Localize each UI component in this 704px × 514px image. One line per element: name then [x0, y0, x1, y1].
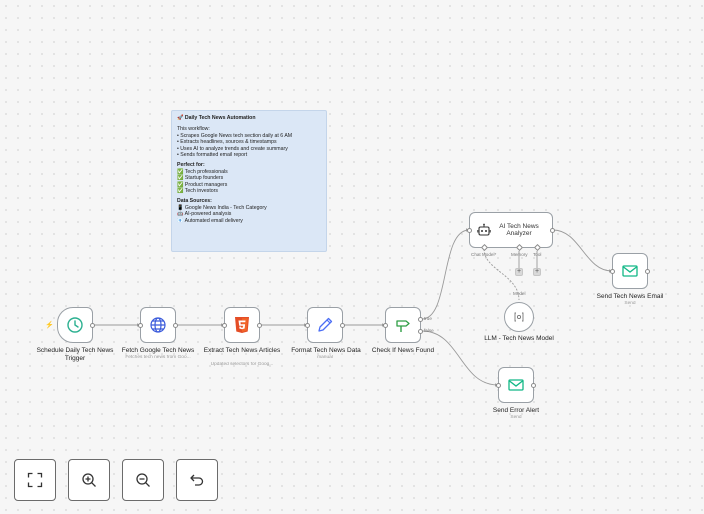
output-port[interactable] [531, 382, 536, 388]
node-send-error-alert[interactable] [496, 367, 536, 403]
port-label-chat-model: Chat Model* [471, 252, 497, 257]
undo-icon [190, 474, 204, 486]
sticky-bullet: • Scrapes Google News tech section daily… [177, 132, 293, 139]
input-port[interactable] [222, 322, 227, 328]
branch-label-false: false [424, 328, 434, 333]
input-port[interactable] [610, 268, 615, 274]
node-ai-tech-news-analyzer[interactable]: AI Tech News Analyzer [467, 212, 555, 248]
node-label: Check If News Found [371, 347, 435, 354]
node-label: Send Tech News Email [596, 293, 664, 300]
connection-check-true-ai [421, 229, 470, 320]
connection-ai-email [552, 229, 613, 272]
sticky-bullet: • Sends formatted email report [177, 152, 248, 159]
node-label: Format Tech News Data [291, 347, 361, 354]
output-port-true[interactable] [418, 317, 423, 322]
sticky-intro: This workflow: [177, 126, 210, 133]
sticky-perfect-heading: Perfect for: [177, 162, 205, 169]
fit-view-icon [27, 472, 43, 488]
zoom-in-icon [82, 473, 96, 487]
sticky-bullet: • Uses AI to analyze trends and create s… [177, 145, 288, 152]
llm-icon [514, 312, 524, 322]
globe-icon [150, 317, 166, 333]
sticky-source-item: 🤖 AI-powered analysis [177, 211, 232, 218]
output-port-false[interactable] [418, 329, 423, 334]
sticky-perfect-item: ✅ Startup founders [177, 175, 224, 182]
signpost-icon [396, 320, 410, 332]
undo-button[interactable] [176, 459, 218, 501]
zoom-out-button[interactable] [122, 459, 164, 501]
input-port[interactable] [138, 322, 143, 328]
sticky-source-item: 📧 Automated email delivery [177, 217, 243, 224]
node-extract-tech-news-articles[interactable] [222, 307, 262, 343]
connection-llm-model [483, 248, 520, 301]
sticky-source-item: 📱 Google News India - Tech Category [177, 204, 267, 211]
robot-icon [477, 223, 491, 236]
trigger-bolt-icon: ⚡ [45, 322, 54, 329]
node-label: Send Error Alert [492, 407, 540, 414]
output-port[interactable] [90, 322, 95, 328]
edge-label-model: Model [513, 291, 526, 296]
pencil-icon [318, 317, 333, 332]
node-label: AI Tech News Analyzer [499, 223, 539, 237]
node-send-tech-news-email[interactable] [610, 253, 650, 289]
sticky-bullet: • Extracts headlines, sources & timestam… [177, 139, 277, 146]
email-icon [622, 265, 638, 277]
input-port[interactable] [467, 227, 472, 233]
connection-check-false-error [421, 330, 499, 386]
node-label: Fetch Google Tech News [121, 347, 195, 354]
output-port[interactable] [645, 268, 650, 274]
node-schedule-trigger[interactable] [57, 307, 95, 343]
port-label-tool: Tool [533, 252, 542, 257]
output-port[interactable] [550, 227, 555, 233]
zoom-in-button[interactable] [68, 459, 110, 501]
node-format-tech-news-data[interactable] [305, 307, 345, 343]
sticky-perfect-item: ✅ Product managers [177, 181, 228, 188]
input-port[interactable] [496, 382, 501, 388]
node-label: Extract Tech News Articles [203, 347, 281, 354]
input-port[interactable] [305, 322, 310, 328]
node-subtitle: Send [624, 301, 636, 306]
node-subtitle: Fetches tech news from Goo... [125, 355, 191, 360]
sticky-title: 🚀 Daily Tech News Automation [177, 115, 256, 121]
node-subtitle: manual [317, 355, 333, 360]
node-label: Schedule Daily Tech News Trigger [36, 347, 114, 362]
output-port[interactable] [340, 322, 345, 328]
html5-icon [235, 317, 249, 333]
clock-icon [67, 317, 83, 333]
sticky-sources-heading: Data Sources: [177, 198, 212, 205]
sticky-perfect-item: ✅ Tech investors [177, 188, 218, 195]
port-label-memory: Memory [511, 252, 528, 257]
sticky-note[interactable]: 🚀 Daily Tech News Automation This workfl… [171, 110, 327, 252]
add-memory-button[interactable]: + [515, 268, 523, 276]
node-check-if-news-found[interactable] [383, 307, 423, 343]
output-port[interactable] [173, 322, 178, 328]
fit-view-button[interactable] [14, 459, 56, 501]
node-subtitle: Updated selectors for Goog... [210, 362, 274, 367]
email-icon [508, 379, 524, 391]
zoom-out-icon [136, 473, 150, 487]
add-tool-button[interactable]: + [533, 268, 541, 276]
node-llm-tech-news-model[interactable] [504, 302, 534, 332]
node-label: LLM - Tech News Model [484, 335, 554, 342]
node-fetch-google-tech-news[interactable] [138, 307, 178, 343]
output-port[interactable] [257, 322, 262, 328]
sticky-perfect-item: ✅ Tech professionals [177, 168, 228, 175]
branch-label-true: true [424, 316, 432, 321]
input-port[interactable] [383, 322, 388, 328]
node-subtitle: Send [510, 415, 522, 420]
